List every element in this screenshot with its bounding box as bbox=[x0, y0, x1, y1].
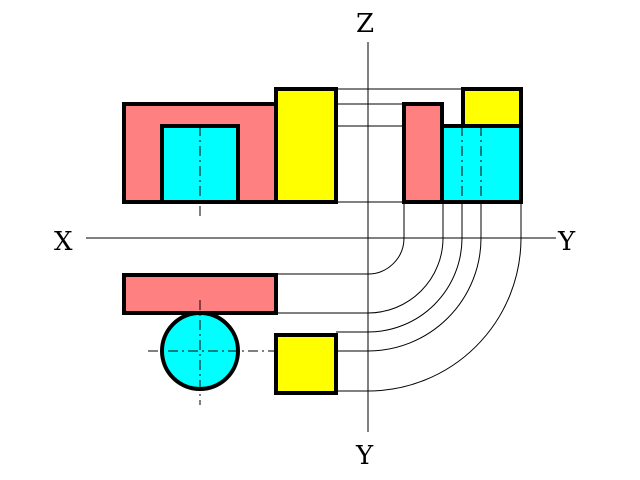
side-view bbox=[402, 87, 523, 204]
side-yellow-block bbox=[461, 87, 523, 128]
side-salmon-block bbox=[402, 102, 444, 204]
front-view bbox=[122, 87, 338, 216]
top-yellow-block bbox=[274, 333, 338, 395]
front-yellow-block bbox=[274, 87, 338, 204]
projection-arcs bbox=[276, 202, 522, 392]
front-cyan-block bbox=[160, 124, 240, 204]
y-axis-label-bottom: Y bbox=[355, 441, 374, 471]
z-axis-label: Z bbox=[356, 9, 374, 39]
y-axis-label-right: Y bbox=[557, 227, 576, 257]
x-axis-label: X bbox=[54, 227, 73, 257]
top-view bbox=[122, 273, 338, 405]
